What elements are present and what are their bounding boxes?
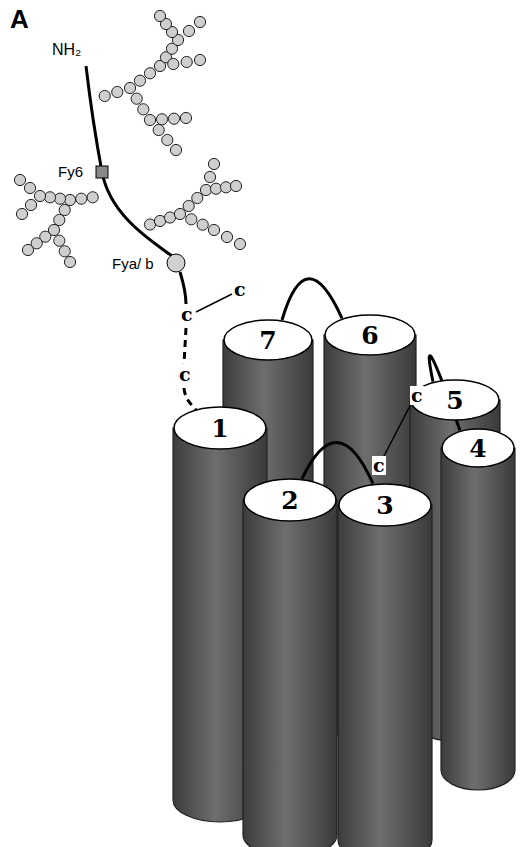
glycan-bead bbox=[144, 68, 155, 79]
glycan-bead bbox=[168, 58, 179, 69]
cysteine-label: c bbox=[372, 456, 386, 475]
extracellular-loop bbox=[302, 442, 373, 483]
glycan-bead bbox=[64, 256, 75, 267]
glycan-bead bbox=[197, 219, 208, 230]
glycan-bead bbox=[210, 183, 221, 194]
helix-number: 7 bbox=[259, 328, 276, 353]
helix-top: 6 bbox=[324, 314, 416, 356]
helix-number: 1 bbox=[211, 416, 228, 441]
helix-top: 1 bbox=[173, 406, 267, 450]
helix-number: 5 bbox=[446, 388, 463, 413]
helix-top: 2 bbox=[243, 478, 337, 522]
cysteine-label: c bbox=[410, 386, 424, 405]
glycan-bead bbox=[138, 104, 149, 115]
cysteine-label: c bbox=[178, 365, 192, 384]
glycan-bead bbox=[144, 114, 155, 125]
glycan-bead bbox=[22, 244, 33, 255]
glycan-bead bbox=[14, 174, 25, 185]
glycan-bead bbox=[194, 54, 205, 65]
glycan-chains bbox=[14, 10, 245, 267]
glycan-bead bbox=[153, 124, 164, 135]
glycan-bead bbox=[180, 112, 191, 123]
glycan-bead bbox=[154, 10, 165, 21]
glycan-bead bbox=[220, 182, 231, 193]
helix-body bbox=[338, 505, 432, 847]
glycan-bead bbox=[192, 192, 203, 203]
glycan-bead bbox=[87, 192, 98, 203]
glycan-bead bbox=[131, 93, 142, 104]
glycan-bead bbox=[59, 204, 70, 215]
cysteine-label: c bbox=[233, 280, 247, 299]
glycan-bead bbox=[59, 246, 70, 257]
glycan-bead bbox=[112, 86, 123, 97]
terminus-label: NH₂ bbox=[52, 42, 81, 58]
glycan-bead bbox=[170, 144, 181, 155]
n-terminal-chain bbox=[86, 66, 172, 256]
glycan-bead bbox=[200, 184, 211, 195]
glycan-bead bbox=[54, 193, 65, 204]
glycan-bead bbox=[99, 90, 110, 101]
helix-body bbox=[441, 448, 515, 790]
extracellular-loop bbox=[282, 279, 342, 320]
cysteine-label: c bbox=[180, 305, 194, 324]
glycan-bead bbox=[194, 16, 205, 27]
glycan-bead bbox=[64, 194, 75, 205]
helix-body bbox=[243, 500, 337, 847]
glycan-bead bbox=[208, 224, 219, 235]
glycan-bead bbox=[162, 134, 173, 145]
helix-number: 2 bbox=[281, 488, 298, 513]
fy6-site bbox=[96, 166, 108, 178]
glycan-bead bbox=[174, 208, 185, 219]
helix-top: 7 bbox=[223, 319, 313, 361]
n-terminal-chain bbox=[180, 272, 186, 304]
glycan-bead bbox=[124, 82, 135, 93]
glycan-bead bbox=[234, 238, 245, 249]
helix-number: 3 bbox=[376, 493, 393, 518]
glycan-bead bbox=[168, 113, 179, 124]
glycan-bead bbox=[16, 208, 27, 219]
glycan-bead bbox=[25, 199, 36, 210]
glycan-bead bbox=[230, 180, 241, 191]
glycan-bead bbox=[204, 171, 215, 182]
helix-bodies bbox=[173, 335, 515, 847]
glycan-bead bbox=[24, 182, 35, 193]
fya-b-site bbox=[167, 254, 185, 272]
helix-number: 4 bbox=[469, 436, 486, 461]
glycan-bead bbox=[183, 25, 194, 36]
glycan-bead bbox=[54, 235, 65, 246]
n-terminal-dashed bbox=[184, 388, 196, 410]
glycan-bead bbox=[76, 193, 87, 204]
glycan-bead bbox=[208, 158, 219, 169]
glycan-bead bbox=[183, 200, 194, 211]
disulfide-line bbox=[384, 402, 412, 456]
disulfide-line bbox=[196, 294, 232, 312]
glycan-bead bbox=[221, 231, 232, 242]
glycan-bead bbox=[34, 190, 45, 201]
glycan-bead bbox=[54, 214, 65, 225]
glycan-bead bbox=[181, 56, 192, 67]
panel-letter: A bbox=[10, 6, 29, 32]
glycan-bead bbox=[186, 214, 197, 225]
epitope-label: Fya/ b bbox=[112, 256, 154, 271]
glycan-bead bbox=[156, 114, 167, 125]
epitope-label: Fy6 bbox=[58, 164, 83, 179]
glycan-bead bbox=[134, 75, 145, 86]
n-terminal-dashed bbox=[184, 328, 186, 364]
glycan-bead bbox=[44, 192, 55, 203]
helix-number: 6 bbox=[361, 323, 378, 348]
helix-top: 3 bbox=[338, 483, 432, 527]
helix-top: 4 bbox=[441, 428, 515, 468]
